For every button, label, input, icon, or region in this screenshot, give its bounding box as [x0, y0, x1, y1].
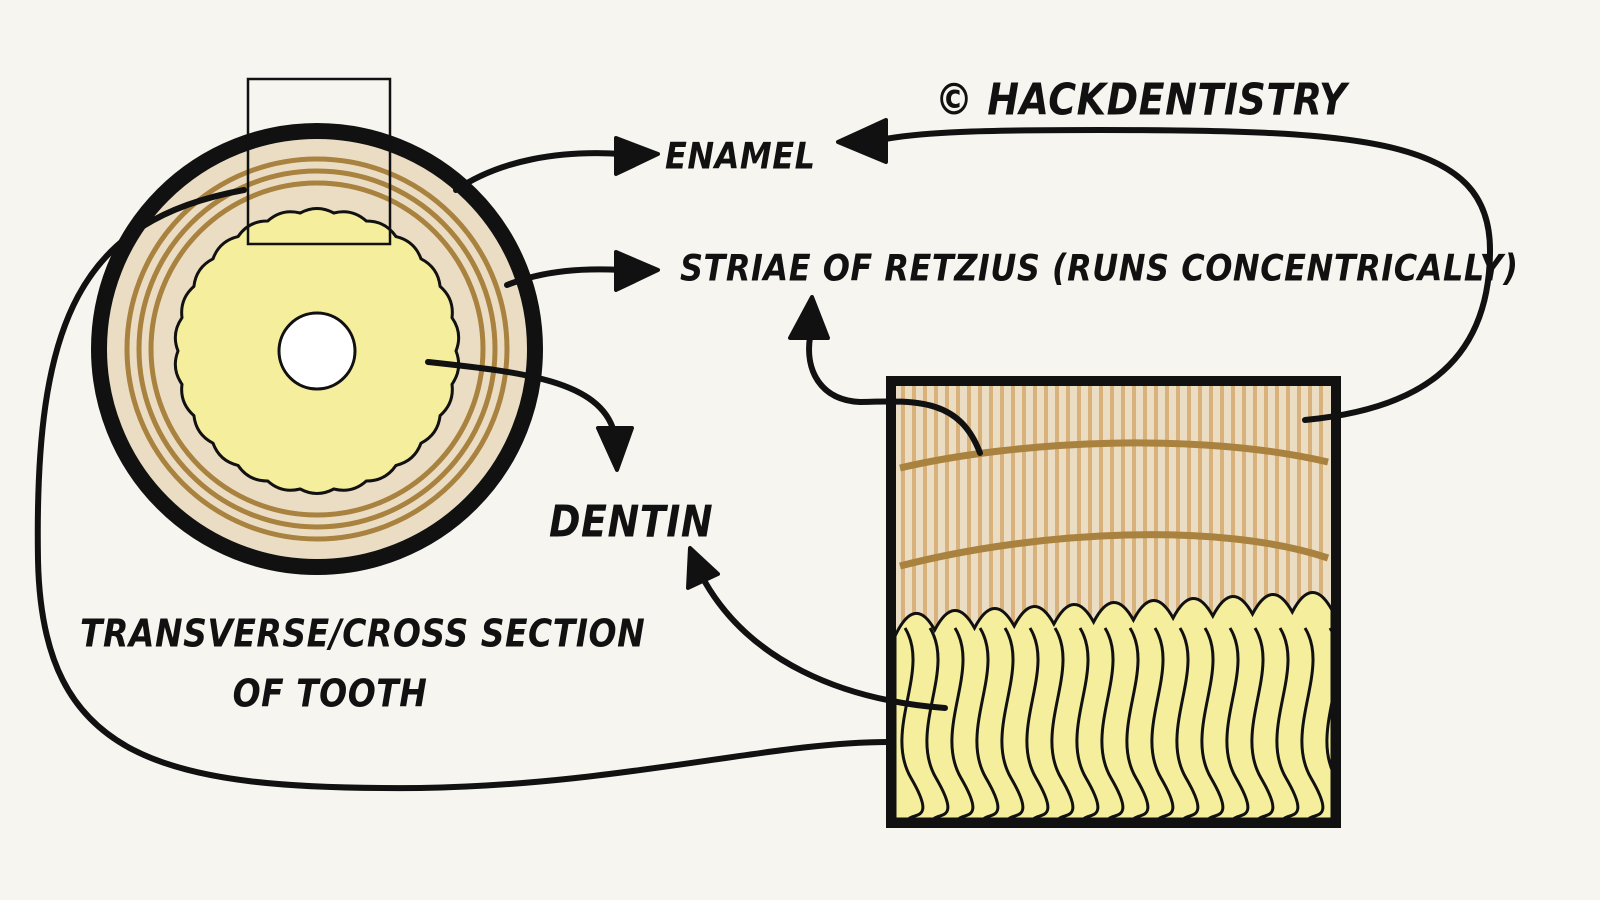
dentinal-tubule [1200, 627, 1225, 819]
striae-from-box-arrowhead [788, 295, 830, 340]
dentinal-tubules [900, 627, 1332, 819]
enamel-label: ENAMEL [665, 134, 816, 178]
striae-from-box-leader [806, 334, 983, 456]
dentinal-tubule [1250, 627, 1275, 819]
dentinal-tubule [1100, 627, 1125, 819]
dentinal-tubule [1075, 627, 1100, 819]
stria-ring-middle [136, 168, 498, 530]
dentinal-tubule [1225, 627, 1250, 819]
dentin-label: DENTIN [549, 496, 714, 547]
arrowheads [596, 118, 888, 590]
dentinal-tubule [1300, 627, 1325, 819]
magnified-stria-upper [899, 439, 1329, 472]
dentinal-tubule [1050, 627, 1075, 819]
magnified-stria-lower [899, 531, 1330, 570]
dentinal-tubule [975, 627, 1000, 819]
box-to-tooth-leader [34, 187, 891, 792]
striae-arrowhead [614, 250, 660, 292]
pulp-chamber [277, 311, 357, 391]
enamel-from-box-leader [877, 126, 1494, 423]
dentin-leader [425, 359, 617, 435]
dentinal-tubule [950, 627, 975, 819]
dentinal-tubule [900, 627, 925, 819]
striae-leader [504, 266, 625, 288]
striae-label: STRIAE OF RETZIUS (RUNS CONCENTRICALLY) [680, 246, 1519, 290]
magnification-box [246, 77, 392, 246]
stria-ring-outer [124, 156, 510, 542]
dentinal-tubule [1275, 627, 1300, 819]
caption-line-2: OF TOOTH [232, 670, 428, 716]
dentinal-tubule [1000, 627, 1025, 819]
dentinal-tubule [1025, 627, 1050, 819]
caption-line-1: TRANSVERSE/CROSS SECTION [80, 610, 646, 656]
dentin-from-box-arrowhead [686, 546, 720, 590]
magnified-frame [886, 376, 1341, 828]
dentinal-tubule [1175, 627, 1200, 819]
dentinal-tubule [1125, 627, 1150, 819]
copyright-label: © HACKDENTISTRY [935, 74, 1348, 125]
leader-lines [34, 126, 1494, 792]
dentin-from-box-leader [702, 579, 948, 711]
dentinal-tubule [925, 627, 950, 819]
enamel-leader [453, 150, 625, 193]
enamel-arrowhead [614, 136, 660, 176]
enamel-from-box-arrowhead [836, 118, 888, 164]
cross-section-caption: TRANSVERSE/CROSS SECTION OF TOOTH [80, 604, 646, 724]
stria-ring-inner [148, 180, 486, 518]
magnified-view [886, 376, 1341, 828]
dentin-arrowhead [596, 426, 634, 472]
tooth-cross-section [91, 77, 543, 575]
dentinal-tubule [1150, 627, 1175, 819]
